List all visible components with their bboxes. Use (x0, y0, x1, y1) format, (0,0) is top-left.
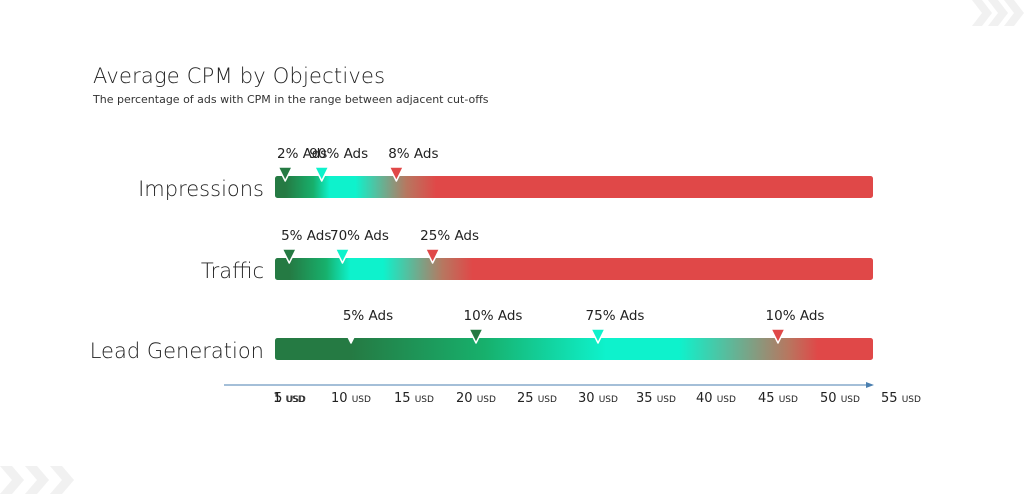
tick-label: 15 USD (394, 391, 434, 406)
row-label: Lead Generation (90, 339, 264, 363)
chevron-decoration-top-right (972, 0, 1024, 26)
axis-arrow (866, 382, 874, 388)
marker-label: 10% Ads (766, 308, 825, 324)
chevron-decoration-bottom-left (0, 466, 74, 494)
tick-label: 55 USD (881, 391, 921, 406)
marker-triangle (277, 166, 293, 182)
marker-triangle (388, 166, 405, 182)
row-label: Impressions (138, 177, 264, 201)
tick-label: 10 USD (331, 391, 371, 406)
marker-label: 8% Ads (388, 146, 438, 162)
tick-label: 50 USD (820, 391, 860, 406)
tick-label: 1 USD (273, 391, 305, 406)
row-label: Traffic (201, 259, 264, 283)
marker-triangle (590, 328, 606, 344)
marker-triangle (770, 328, 786, 344)
marker-label: 70% Ads (330, 228, 389, 244)
tick-label: 25 USD (517, 391, 557, 406)
marker-triangle (281, 248, 297, 264)
marker-label: 5% Ads (343, 308, 393, 324)
row-lead-generation: Lead Generation 5% Ads 10% Ads 75% Ads 10% A… (90, 308, 873, 363)
range-bar (275, 258, 873, 280)
tick-label: 45 USD (758, 391, 798, 406)
marker-triangle (313, 166, 330, 182)
marker-label: 25% Ads (420, 228, 479, 244)
tick-label: 40 USD (696, 391, 736, 406)
marker-triangle (424, 248, 441, 264)
marker-label: 75% Ads (586, 308, 645, 324)
tick-label: 35 USD (636, 391, 676, 406)
marker-triangle (343, 328, 359, 344)
marker-label: 90% Ads (309, 146, 368, 162)
tick-label: 5 USD (274, 391, 306, 406)
chart-title: Average CPM by Objectives (93, 64, 386, 88)
marker-label: 2% Ads (277, 146, 327, 162)
marker-triangle (334, 248, 351, 264)
tick-label: 30 USD (578, 391, 618, 406)
marker-triangle (468, 328, 484, 344)
tick-label: 20 USD (456, 391, 496, 406)
marker-label: 5% Ads (281, 228, 331, 244)
chart-subtitle: The percentage of ads with CPM in the ra… (93, 93, 489, 106)
marker-label: 10% Ads (464, 308, 523, 324)
range-bar (275, 176, 873, 198)
range-bar (275, 338, 873, 360)
